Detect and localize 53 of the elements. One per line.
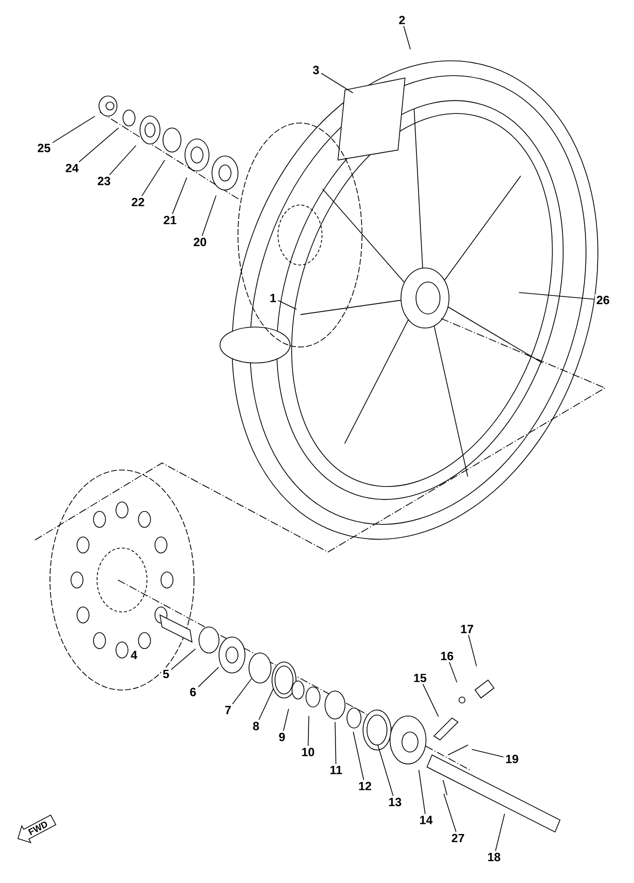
callout-number: 7 bbox=[223, 704, 233, 716]
callout-number: 8 bbox=[251, 720, 261, 732]
leader-line bbox=[78, 128, 119, 162]
callout-number: 5 bbox=[161, 668, 171, 680]
callout-number: 21 bbox=[162, 214, 178, 226]
leader-line bbox=[468, 634, 477, 667]
leader-line bbox=[471, 749, 504, 758]
callout-number: 6 bbox=[188, 686, 198, 698]
callout-number: 19 bbox=[504, 753, 520, 765]
leader-line bbox=[172, 177, 188, 214]
callout-number: 16 bbox=[438, 650, 456, 662]
callout-number: 13 bbox=[386, 796, 404, 808]
callout-number: 26 bbox=[594, 294, 612, 306]
callout-number: 9 bbox=[277, 731, 287, 743]
callout-number: 15 bbox=[412, 672, 428, 684]
callout-number: 25 bbox=[36, 142, 52, 154]
callout-number: 4 bbox=[130, 650, 138, 660]
callout-number: 3 bbox=[311, 64, 321, 76]
leader-line bbox=[52, 116, 96, 144]
leader-line bbox=[170, 648, 196, 670]
leader-line bbox=[232, 678, 252, 704]
leader-line bbox=[518, 292, 595, 300]
leader-line bbox=[308, 716, 310, 746]
callout-number: 12 bbox=[356, 780, 374, 792]
leader-line bbox=[320, 72, 354, 94]
callout-number: 2 bbox=[397, 14, 407, 26]
callout-number: 11 bbox=[328, 764, 344, 776]
leader-line bbox=[448, 662, 458, 683]
callout-number: 23 bbox=[96, 175, 112, 187]
callout-number: 22 bbox=[130, 196, 146, 208]
leader-line bbox=[141, 160, 166, 196]
leader-line bbox=[403, 26, 411, 50]
leader-line bbox=[202, 195, 216, 236]
leader-line bbox=[278, 300, 297, 310]
callout-number: 10 bbox=[300, 746, 316, 758]
leader-line bbox=[352, 731, 364, 780]
leader-line bbox=[334, 722, 336, 764]
leader-line bbox=[418, 770, 426, 814]
leader-line bbox=[495, 813, 505, 852]
leader-line bbox=[443, 793, 456, 832]
callout-number: 27 bbox=[450, 832, 466, 844]
leader-line bbox=[258, 688, 274, 720]
leader-line bbox=[377, 744, 394, 796]
callout-number: 18 bbox=[486, 851, 502, 863]
callout-number: 17 bbox=[458, 623, 476, 635]
leader-line bbox=[198, 666, 220, 688]
callout-number: 24 bbox=[64, 162, 80, 174]
leader-line bbox=[109, 145, 136, 176]
callout-number: 20 bbox=[192, 236, 208, 248]
callout-number: 1 bbox=[268, 292, 278, 304]
callout-number: 14 bbox=[418, 814, 434, 826]
leader-line bbox=[283, 708, 290, 732]
leader-line bbox=[422, 684, 439, 717]
